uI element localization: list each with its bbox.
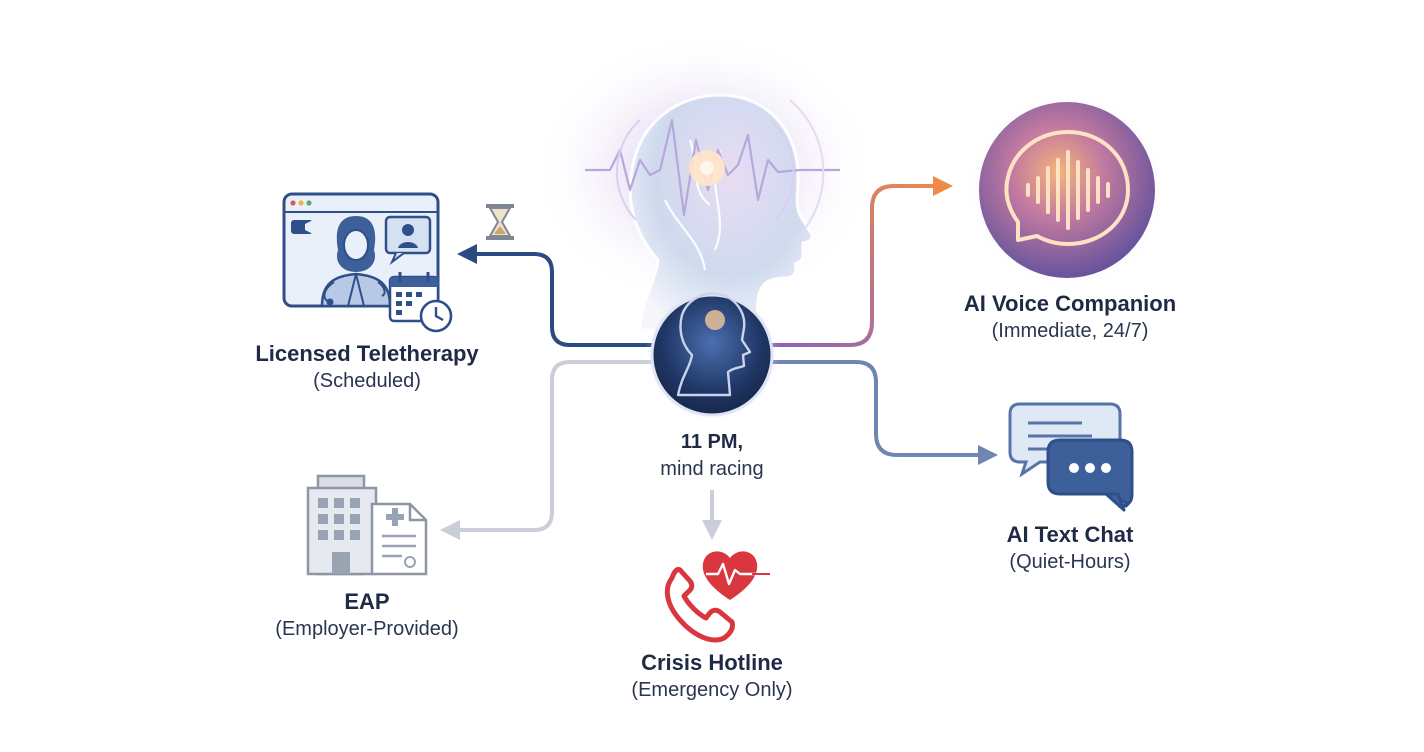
node-ai-text-label: AI Text Chat (Quiet-Hours) [970,521,1170,575]
crisis-subtitle: (Emergency Only) [631,679,793,701]
video-call-doctor-icon [282,192,453,333]
center-label: 11 PM, mind racing [612,428,812,482]
arrow-to-teletherapy [457,244,655,347]
crisis-title: Crisis Hotline [641,650,783,675]
center-line-2: mind racing [660,458,764,480]
teletherapy-subtitle: (Scheduled) [313,370,421,392]
hourglass-icon [486,204,514,240]
node-eap-label: EAP (Employer-Provided) [247,588,487,642]
ai-voice-title: AI Voice Companion [963,291,1177,316]
ai-text-title: AI Text Chat [1006,522,1134,547]
ai-voice-subtitle: (Immediate, 24/7) [991,320,1149,342]
node-crisis-label: Crisis Hotline (Emergency Only) [592,649,832,703]
office-building-document-icon [306,474,428,576]
head-brainwave-icon [530,30,880,332]
chat-bubbles-icon [1008,402,1134,512]
eap-title: EAP [344,589,390,614]
node-teletherapy-label: Licensed Teletherapy (Scheduled) [217,340,517,394]
teletherapy-title: Licensed Teletherapy [255,341,479,366]
voice-waveform-bubble-icon [967,90,1167,290]
phone-heart-icon [664,551,770,643]
arrow-to-eap [440,360,655,540]
arrow-to-ai-voice [770,176,953,347]
eap-subtitle: (Employer-Provided) [275,618,459,640]
node-ai-voice-label: AI Voice Companion (Immediate, 24/7) [920,290,1220,344]
center-line-1: 11 PM, [680,431,744,453]
person-silhouette-icon [644,287,780,423]
arrow-to-ai-text [770,360,998,465]
ai-text-subtitle: (Quiet-Hours) [1009,551,1131,573]
